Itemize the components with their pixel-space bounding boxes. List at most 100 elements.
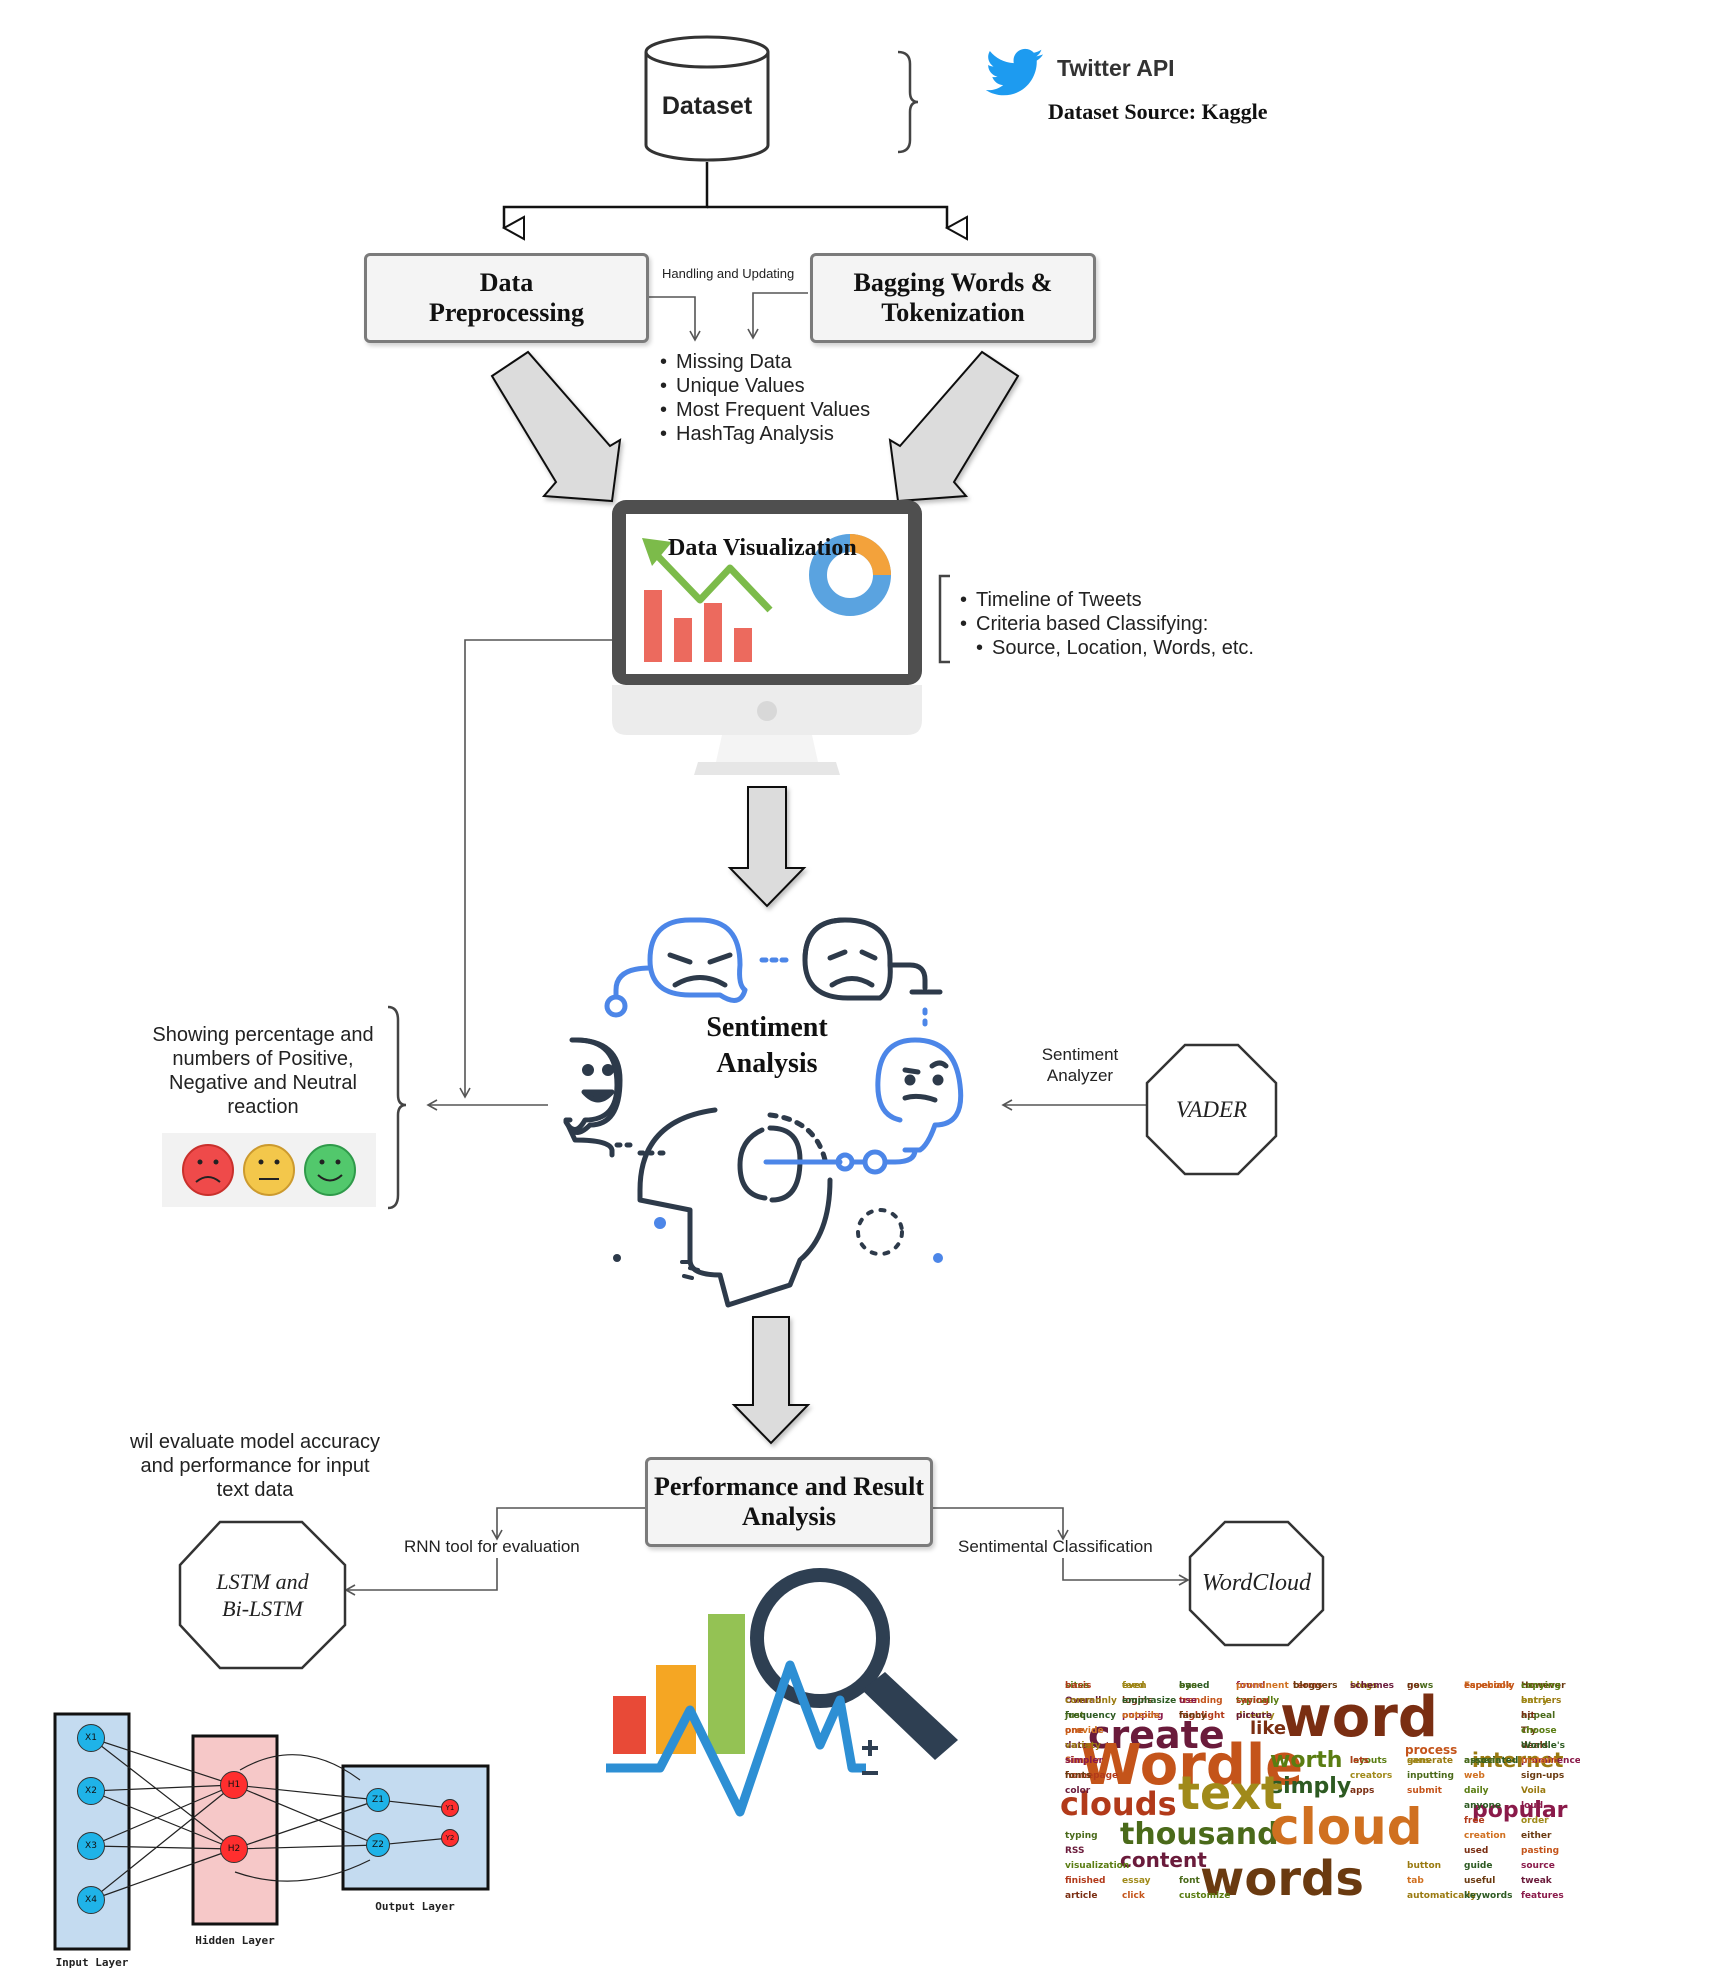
evaluation-note: wil evaluate model accuracy and performa…	[110, 1430, 400, 1502]
positive-face	[304, 1144, 356, 1196]
cloud-word: just	[1065, 1711, 1085, 1721]
reaction-note-line: numbers of Positive,	[172, 1048, 354, 1070]
cloud-word: article	[1065, 1891, 1098, 1901]
cloud-word: button	[1407, 1861, 1442, 1871]
nn-node: Z1	[366, 1788, 390, 1812]
handling-item: Unique Values	[660, 374, 870, 398]
cloud-word: logins	[1122, 1696, 1153, 1706]
vader-label: VADER	[1175, 1096, 1248, 1122]
cloud-word: web	[1464, 1771, 1485, 1781]
reaction-faces-icon	[162, 1133, 376, 1207]
reaction-note-line: reaction	[227, 1096, 299, 1118]
cloud-word: saying	[1236, 1696, 1269, 1706]
nn-node: H1	[220, 1771, 248, 1799]
dataset-cylinder-icon	[644, 35, 770, 162]
cloud-word: picture	[1236, 1711, 1273, 1721]
cloud-word: content	[1120, 1848, 1207, 1872]
cloud-word: bloggers	[1293, 1681, 1338, 1691]
cloud-word: prominent	[1236, 1681, 1289, 1691]
negative-face	[182, 1144, 234, 1196]
cloud-word: source	[1521, 1861, 1555, 1871]
cloud-word: lets	[1350, 1756, 1369, 1766]
cloud-word: submit	[1407, 1786, 1442, 1796]
analyzer-line: Sentiment	[1041, 1045, 1119, 1064]
cloud-word: prominence	[1521, 1756, 1580, 1766]
cloud-word: useful	[1464, 1876, 1496, 1886]
cloud-word: trending	[1179, 1696, 1223, 1706]
cloud-word: font	[1179, 1876, 1200, 1886]
cloud-word: emphasize	[1122, 1696, 1177, 1706]
nn-node: X2	[77, 1777, 105, 1805]
handling-item: Most Frequent Values	[660, 398, 870, 422]
data-visualization-title: Data Visualization	[668, 535, 857, 561]
cloud-word: popping	[1122, 1711, 1164, 1721]
cloud-word: hit	[1521, 1711, 1535, 1721]
cloud-word: daily	[1464, 1786, 1489, 1796]
lstm-line: Bi-LSTM	[222, 1596, 303, 1621]
analyzer-line: Analyzer	[1046, 1066, 1114, 1085]
reaction-brace	[387, 1005, 407, 1210]
cloud-word: either	[1521, 1831, 1552, 1841]
handling-connectors	[647, 292, 808, 342]
bagging-line2: Tokenization	[881, 298, 1025, 327]
cloud-word: order	[1521, 1816, 1549, 1826]
cloud-word: outside	[1122, 1711, 1160, 1721]
cloud-word: creation	[1464, 1831, 1506, 1841]
flow-arrow-down-2	[731, 1316, 811, 1445]
cloud-word: Try	[1521, 1726, 1537, 1736]
cloud-word: commonly	[1065, 1696, 1117, 1706]
viz-bar	[644, 590, 662, 662]
cloud-word: frequency	[1065, 1711, 1117, 1721]
cloud-word: choose	[1521, 1726, 1557, 1736]
cloud-word: customize	[1179, 1891, 1231, 1901]
performance-connectors	[344, 1507, 1190, 1596]
sentiment-line1: Sentiment	[706, 1012, 828, 1043]
cloud-word: provide	[1065, 1726, 1104, 1736]
visualization-item: Timeline of Tweets	[960, 588, 1254, 612]
eval-note-line: wil evaluate model accuracy	[129, 1431, 381, 1453]
bagging-tokenization-box: Bagging Words &Tokenization	[810, 253, 1096, 343]
cloud-word: features	[1521, 1891, 1564, 1901]
dataset-label: Dataset	[661, 92, 753, 120]
cloud-word: inputting	[1407, 1771, 1454, 1781]
cloud-word: entry	[1521, 1696, 1549, 1706]
cloud-word: pasting	[1521, 1846, 1560, 1856]
cloud-word: simply	[1270, 1774, 1352, 1799]
cloud-word: cloud	[1270, 1798, 1423, 1856]
cloud-word: RSS	[1065, 1846, 1085, 1856]
cloud-word: especially	[1464, 1681, 1515, 1691]
sentiment-head-icon	[563, 917, 964, 1308]
cloud-word: typing	[1065, 1831, 1098, 1841]
cloud-word: guide	[1464, 1861, 1493, 1871]
lstm-octagon	[178, 1520, 347, 1670]
twitter-api-label: Twitter API	[1057, 55, 1175, 81]
source-brace	[897, 50, 919, 154]
cloud-word: Wordle	[1080, 1733, 1304, 1798]
cloud-word: Wordle's	[1521, 1741, 1565, 1751]
reaction-note: Showing percentage and numbers of Positi…	[138, 1023, 388, 1119]
lstm-line: LSTM and	[216, 1569, 309, 1594]
preprocessing-line2: Preprocessing	[428, 298, 585, 327]
cloud-word: thousand	[1120, 1817, 1279, 1852]
cloud-word: used	[1464, 1846, 1489, 1856]
cloud-word: highlight	[1179, 1711, 1225, 1721]
reaction-note-line: Negative and Neutral	[169, 1072, 357, 1094]
cloud-word: keywords	[1464, 1891, 1513, 1901]
handling-label: Handling and Updating	[662, 266, 795, 281]
cloud-word: click	[1122, 1891, 1145, 1901]
cloud-word: worth	[1270, 1748, 1343, 1773]
cloud-word: even	[1122, 1681, 1147, 1691]
cloud-word: finished	[1065, 1876, 1106, 1886]
viz-to-reaction-connector	[459, 639, 612, 1099]
cloud-word: visualization	[1065, 1861, 1130, 1871]
cloud-word: generate	[1407, 1756, 1453, 1766]
cloud-word: schemes	[1350, 1681, 1395, 1691]
performance-line1: Performance and Result	[653, 1472, 925, 1501]
cloud-word: Voila	[1521, 1786, 1546, 1796]
cloud-word: fancy	[1179, 1711, 1207, 1721]
visualization-item: Criteria based Classifying:	[960, 612, 1254, 636]
